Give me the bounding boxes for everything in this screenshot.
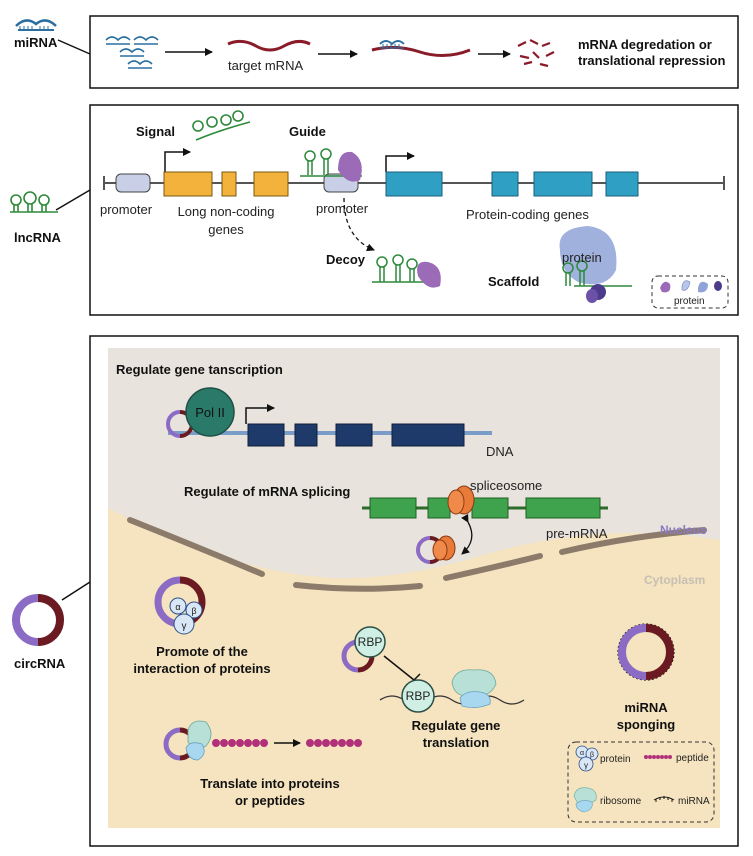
mirna-panel	[57, 15, 739, 89]
peptide-chain	[212, 739, 268, 747]
decoy-arrow	[343, 197, 375, 252]
spliceosome-icon	[447, 485, 475, 515]
circ-rbp-icon	[341, 626, 386, 673]
dna-label: DNA	[486, 444, 514, 459]
long-noncoding-line1: Long non-coding	[178, 204, 275, 219]
scaffold-label: Scaffold	[488, 274, 539, 289]
sponging-line2: sponging	[617, 717, 676, 732]
coding-exon	[533, 171, 593, 197]
scaffold-protein-icon	[559, 226, 632, 303]
spliceosome-label: spliceosome	[470, 478, 542, 493]
sponging-line1: miRNA	[624, 700, 668, 715]
promoter-mid-label: promoter	[316, 201, 369, 216]
legend-mirna-icon	[653, 796, 675, 802]
lnc-exon	[163, 171, 213, 197]
splicing-title: Regulate of mRNA splicing	[184, 484, 350, 499]
pre-mrna-exon	[471, 497, 509, 519]
legend-mirna-label: miRNA	[678, 796, 710, 807]
target-mrna-label: target mRNA	[228, 58, 303, 73]
pre-mrna-exon	[369, 497, 417, 519]
legend-peptide-label: peptide	[676, 753, 709, 764]
lncrna-legend-protein: protein	[674, 296, 705, 307]
beta-symbol: β	[191, 606, 196, 616]
circ-protein-interaction-icon	[154, 576, 206, 635]
protein-coding-label: Protein-coding genes	[466, 207, 589, 222]
long-noncoding-line2: genes	[208, 222, 244, 237]
mirna-icon	[15, 19, 57, 31]
guide-label: Guide	[289, 124, 326, 139]
transcription-title: Regulate gene tanscription	[116, 362, 283, 377]
rbp-bottom	[401, 679, 435, 713]
promoter-left-label: promoter	[100, 202, 153, 217]
lnc-exon	[221, 171, 237, 197]
transcription-start-arrow	[385, 152, 415, 172]
interaction-line1: Promote of the	[156, 644, 248, 659]
circ-translation-icon	[163, 720, 212, 761]
legend-beta: β	[590, 752, 594, 759]
dna-exon	[247, 423, 285, 447]
interaction-line2: interaction of proteins	[133, 661, 270, 676]
legend-protein-icon	[575, 745, 599, 772]
circ-splicing-icon	[416, 535, 456, 564]
target-mrna-strand	[227, 39, 311, 52]
mirna-cluster-icon	[105, 36, 159, 69]
peptide-chain	[306, 739, 362, 747]
lnc-exon	[253, 171, 289, 197]
ribosome-icon	[451, 669, 497, 708]
dna-exon	[391, 423, 465, 447]
mirna-bound-mrna-icon	[371, 40, 471, 57]
decoy-lncrna-icon	[372, 254, 441, 288]
pre-mrna-exon	[525, 497, 601, 519]
translation-line2: translation	[423, 735, 490, 750]
rbp-bottom-label: RBP	[406, 689, 431, 703]
legend-alpha: α	[580, 750, 584, 757]
circ-sponging-icon	[617, 623, 675, 681]
coding-exon	[385, 171, 443, 197]
lncrna-icon	[10, 191, 58, 213]
nucleus-label: Nucleus	[660, 523, 707, 537]
coding-exon	[491, 171, 519, 197]
signal-lncrna-icon	[192, 110, 251, 141]
lncrna-legend	[651, 275, 729, 309]
mirna-outcome-line1: mRNA degredation or	[578, 37, 712, 52]
nucleus-region	[108, 348, 720, 579]
mirna-label: miRNA	[14, 35, 58, 50]
pol2-label: Pol II	[195, 405, 225, 420]
guide-lncrna-icon	[300, 148, 362, 182]
transcription-start-arrow	[245, 404, 275, 424]
cytoplasm-label: Cytoplasm	[644, 573, 705, 587]
transcription-start-arrow	[164, 148, 191, 172]
protein-label: protein	[562, 250, 602, 265]
signal-label: Signal	[136, 124, 175, 139]
translate-line2: or peptides	[235, 793, 305, 808]
legend-peptide-icon	[644, 755, 672, 759]
binding-arrow	[461, 513, 473, 555]
coding-exon	[605, 171, 639, 197]
legend-protein-label: protein	[600, 754, 631, 765]
mirna-outcome-line2: translational repression	[578, 53, 725, 68]
circrna-icon	[12, 594, 64, 646]
nuclear-envelope	[127, 517, 707, 592]
gamma-symbol: γ	[182, 621, 187, 632]
circrna-label: circRNA	[14, 656, 66, 671]
degraded-mrna-icon	[517, 39, 555, 68]
pol2-enzyme	[185, 387, 235, 437]
dna-exon	[335, 423, 373, 447]
legend-ribosome-icon	[573, 787, 597, 813]
legend-gamma: γ	[584, 761, 588, 770]
translation-line1: Regulate gene	[412, 718, 501, 733]
decoy-label: Decoy	[326, 252, 366, 267]
pre-mrna-label: pre-mRNA	[546, 526, 608, 541]
dna-exon	[294, 423, 318, 447]
promoter-box-left	[115, 173, 151, 193]
pre-mrna-exon	[427, 497, 451, 519]
lncrna-label: lncRNA	[14, 230, 62, 245]
circrna-legend	[567, 741, 715, 823]
rbp-top-label: RBP	[358, 635, 383, 649]
translate-line1: Translate into proteins	[200, 776, 339, 791]
alpha-symbol: α	[175, 602, 180, 612]
legend-ribosome-label: ribosome	[600, 796, 642, 807]
